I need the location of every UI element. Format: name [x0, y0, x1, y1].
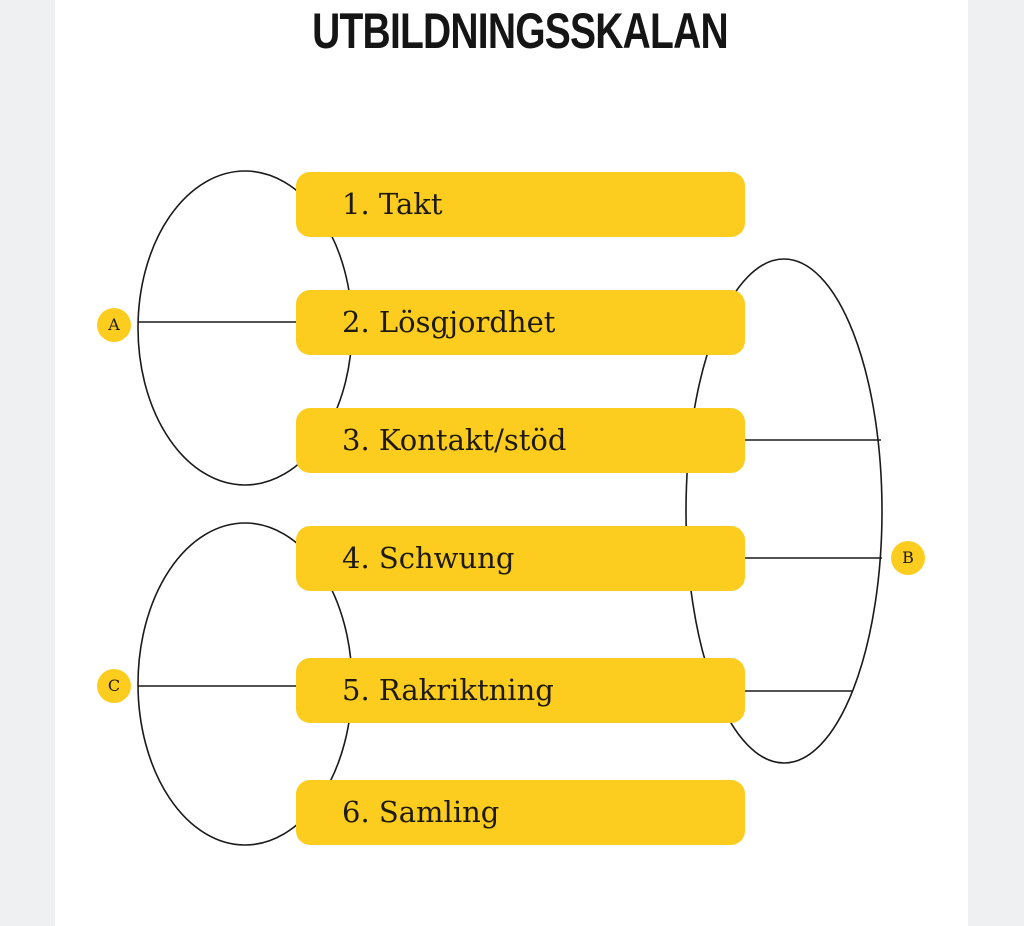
- step-schwung: 4. Schwung: [296, 526, 745, 591]
- step-kontakt-stod: 3. Kontakt/stöd: [296, 408, 745, 473]
- step-takt: 1. Takt: [296, 172, 745, 237]
- step-losgjordhet: 2. Lösgjordhet: [296, 290, 745, 355]
- step-rakriktning: 5. Rakriktning: [296, 658, 745, 723]
- diagram-title: UTBILDNINGSSKALAN: [312, 3, 729, 59]
- group-c-badge: C: [97, 669, 131, 703]
- group-b-ellipse: [685, 258, 883, 764]
- group-a-badge: A: [97, 308, 131, 342]
- group-b-badge: B: [891, 541, 925, 575]
- step-samling: 6. Samling: [296, 780, 745, 845]
